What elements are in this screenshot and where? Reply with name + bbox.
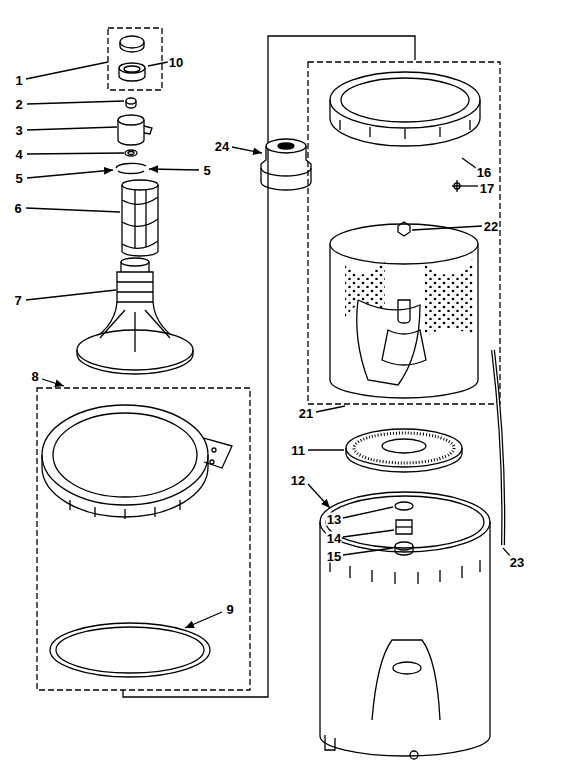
callout-number: 5 (202, 164, 211, 177)
callout-number: 14 (326, 532, 342, 545)
callout-number: 11 (290, 444, 306, 457)
callout-number: 22 (483, 220, 499, 233)
callout-number: 24 (214, 140, 230, 153)
leader-line (26, 62, 511, 628)
callout-number: 17 (479, 182, 495, 195)
callout-number: 15 (326, 550, 342, 563)
callout-number: 16 (476, 166, 492, 179)
callout-number: 5 (14, 172, 23, 185)
callout-number: 6 (13, 202, 22, 215)
callout-number: 8 (30, 370, 39, 383)
callout-number: 3 (14, 124, 23, 137)
callout-number: 9 (225, 603, 234, 616)
callout-number: 10 (168, 56, 184, 69)
callout-number: 21 (298, 407, 314, 420)
callout-number: 2 (14, 98, 23, 111)
callout-number: 12 (290, 474, 306, 487)
callout-number: 1 (14, 74, 23, 87)
callout-number: 4 (14, 148, 23, 161)
callout-number: 13 (326, 513, 342, 526)
callout-number: 7 (13, 294, 22, 307)
callout-number: 23 (509, 556, 525, 569)
